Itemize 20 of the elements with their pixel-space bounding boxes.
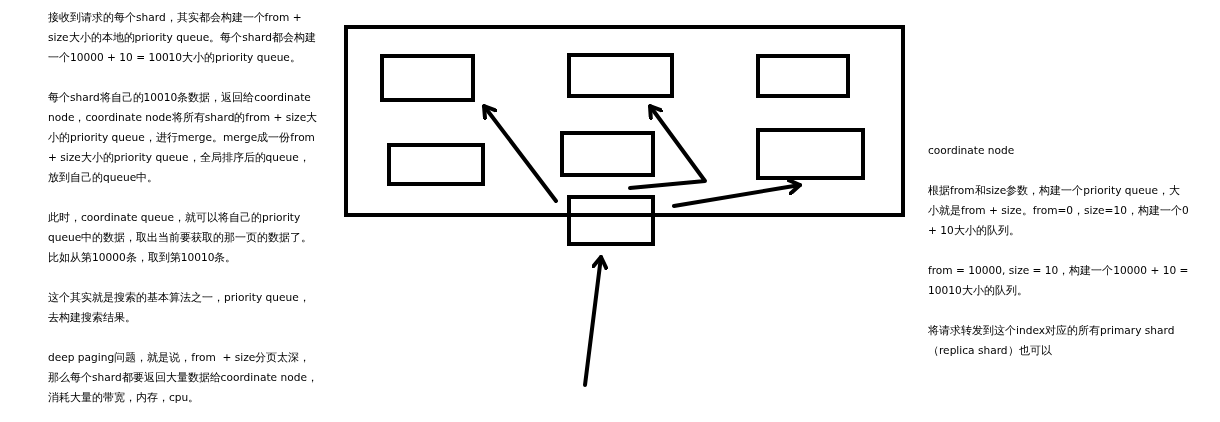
index-box xyxy=(344,25,905,217)
coordinate-node-box xyxy=(567,195,655,246)
heading-text: coordinate node xyxy=(928,143,1016,158)
note-text: 这个其实就是搜索的基本算法之一，priority queue，去构建搜索结果。 xyxy=(48,290,311,325)
shard-box xyxy=(387,143,485,186)
shard-box xyxy=(756,128,865,180)
note-text: from = 10000, size = 10，构建一个10000 + 10 = 10010大小的队列。 xyxy=(928,263,1190,298)
shard-box xyxy=(560,131,655,177)
note-text: deep paging问题，就是说，from + size分页太深，那么每个shard都要返回大量数据给coordinate node，消耗大量的带宽，内存，cpu。 xyxy=(48,350,319,405)
arrow xyxy=(482,104,558,203)
arrow xyxy=(672,177,802,208)
note-text: 接收到请求的每个shard，其实都会构建一个from + size大小的本地的priority queue。每个shard都会构建一个10000 + 10 = 10010大小的priority queue。 xyxy=(48,10,317,65)
shard-box xyxy=(756,54,850,98)
shard-box xyxy=(380,54,475,102)
shard-box xyxy=(567,53,674,98)
note-text: 将请求转发到这个index对应的所有primary shard（replica shard）也可以 xyxy=(928,323,1176,358)
note-text: 每个shard将自己的10010条数据，返回给coordinate node，coordinate node将所有shard的from + size大小的priority queue，进行merge。merge成一份from + size大小的priority queue，全局排序后的queue，放到自己的queue中。 xyxy=(48,90,319,185)
note-text: 此时，coordinate queue，就可以将自己的priority queue中的数据，取出当前要获取的那一页的数据了。比如从第10000条，取到第10010条。 xyxy=(48,210,314,265)
note-text: 根据from和size参数，构建一个priority queue，大小就是from + size。from=0，size=10，构建一个0 + 10大小的队列。 xyxy=(928,183,1190,238)
arrow xyxy=(583,255,609,387)
